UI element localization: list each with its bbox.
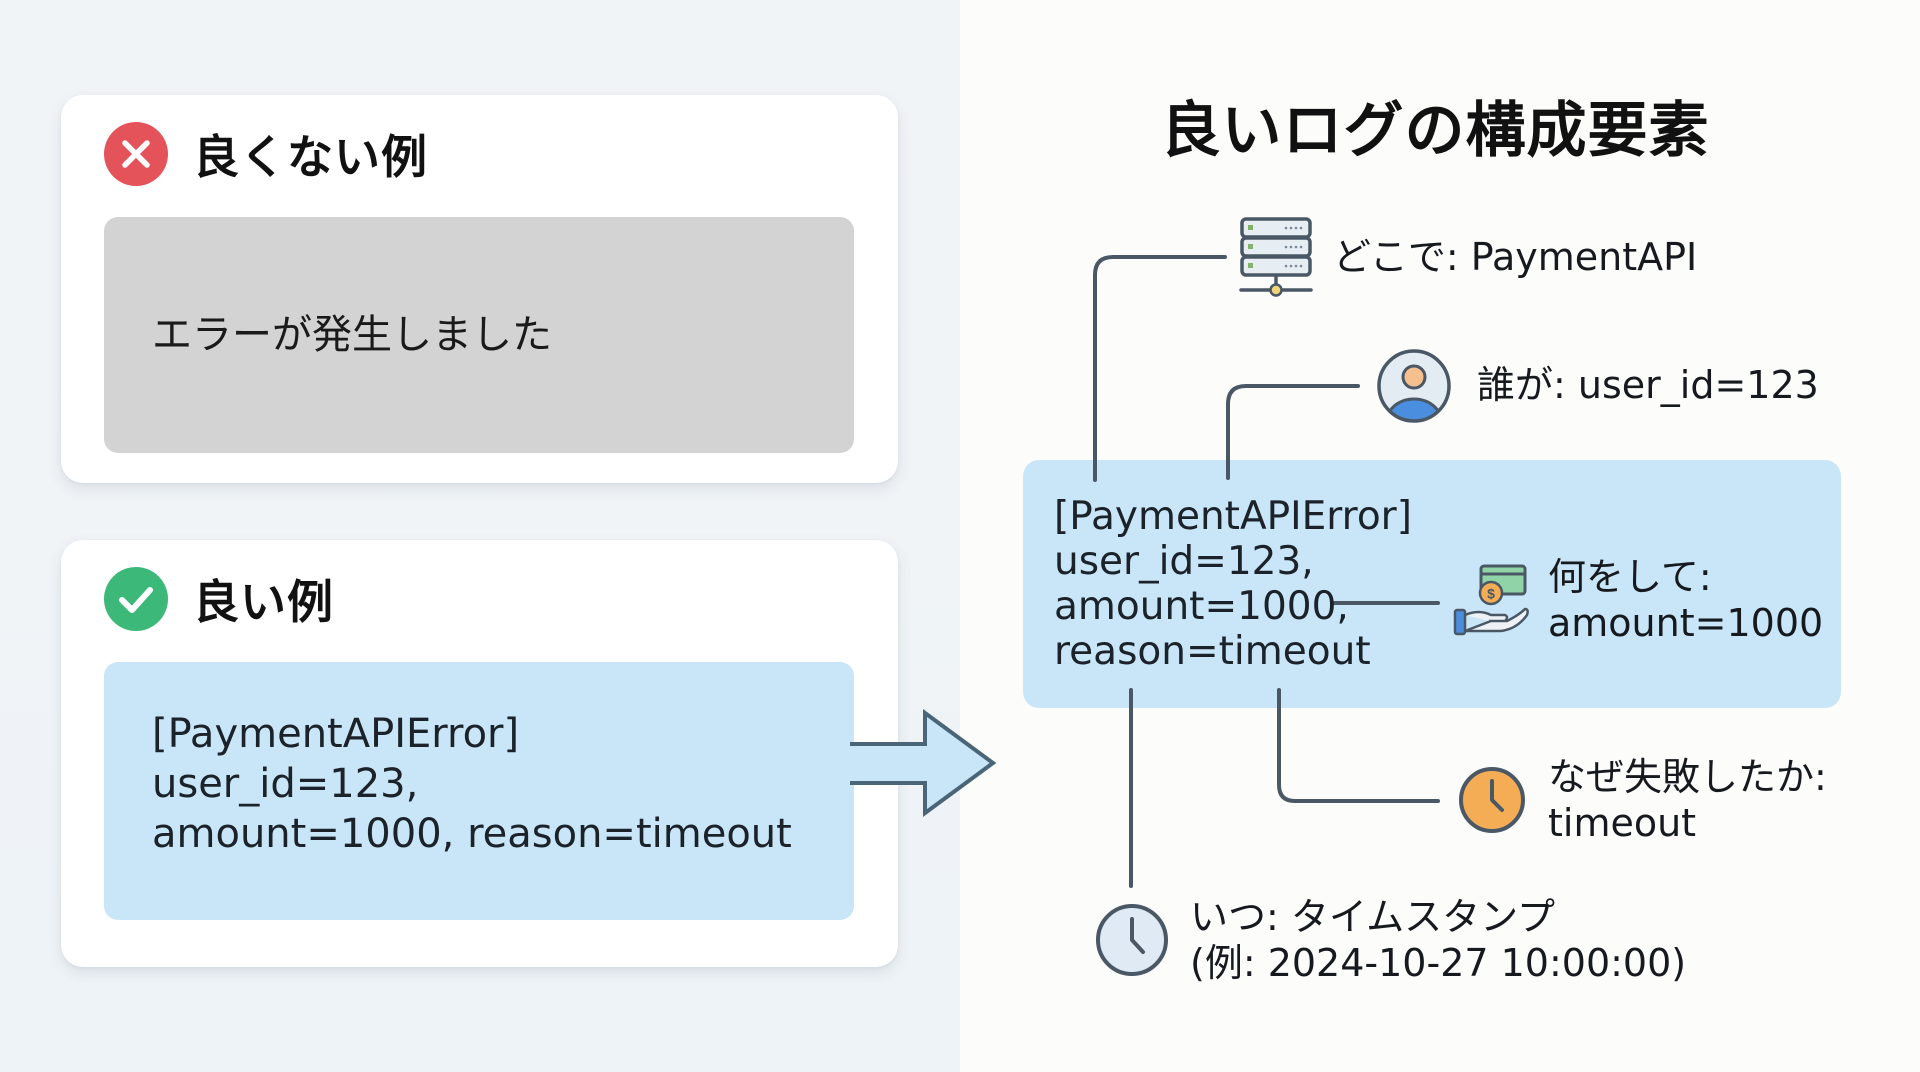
structured-log-line: user_id=123, bbox=[1054, 539, 1314, 584]
clock-icon bbox=[1459, 767, 1525, 833]
bad-example-header: 良くない例 bbox=[103, 121, 428, 187]
element-what-label: 何をして: amount=1000 bbox=[1548, 554, 1823, 646]
good-example-card: 良い例 [PaymentAPIError] user_id=123, amoun… bbox=[61, 540, 898, 967]
check-circle-icon bbox=[103, 566, 169, 632]
good-log-line: user_id=123, bbox=[152, 761, 419, 807]
where-text: どこで: PaymentAPI bbox=[1333, 235, 1698, 279]
who-text: 誰が: user_id=123 bbox=[1477, 363, 1819, 407]
payment-hand-icon: $ bbox=[1453, 564, 1529, 636]
good-log-line: [PaymentAPIError] bbox=[152, 711, 520, 757]
element-when-label: いつ: タイムスタンプ (例: 2024-10-27 10:00:00) bbox=[1190, 894, 1686, 986]
structured-log-text: [PaymentAPIError] user_id=123, amount=10… bbox=[1054, 494, 1412, 674]
svg-text:$: $ bbox=[1487, 586, 1495, 602]
x-circle-icon bbox=[103, 121, 169, 187]
what-text-heading: 何をして: bbox=[1548, 555, 1712, 599]
user-icon bbox=[1377, 349, 1451, 423]
structured-log-line: reason=timeout bbox=[1054, 629, 1371, 674]
bad-log-box: エラーが発生しました bbox=[104, 217, 854, 453]
when-text-value: (例: 2024-10-27 10:00:00) bbox=[1190, 941, 1687, 985]
structured-log-box bbox=[1023, 460, 1841, 708]
arrow-right-icon bbox=[850, 709, 997, 817]
good-example-title: 良い例 bbox=[193, 575, 334, 629]
diagram-title: 良いログの構成要素 bbox=[1160, 96, 1710, 166]
structured-log-line: [PaymentAPIError] bbox=[1054, 494, 1412, 539]
why-text-heading: なぜ失敗したか: bbox=[1548, 755, 1827, 799]
element-who-label: 誰が: user_id=123 bbox=[1477, 362, 1819, 408]
server-icon bbox=[1239, 217, 1313, 297]
bad-example-card: 良くない例 エラーが発生しました bbox=[61, 95, 898, 483]
good-log-line: amount=1000, reason=timeout bbox=[152, 811, 792, 857]
bad-log-text: エラーが発生しました bbox=[152, 312, 552, 358]
why-text-value: timeout bbox=[1548, 801, 1697, 845]
what-text-value: amount=1000 bbox=[1548, 601, 1824, 645]
when-text-heading: いつ: タイムスタンプ bbox=[1190, 895, 1555, 939]
structured-log-line: amount=1000, bbox=[1054, 584, 1349, 629]
good-log-box: [PaymentAPIError] user_id=123, amount=10… bbox=[104, 662, 854, 920]
bad-example-title: 良くない例 bbox=[193, 130, 428, 184]
clock-icon bbox=[1096, 904, 1168, 976]
element-where-label: どこで: PaymentAPI bbox=[1333, 234, 1697, 280]
element-why-label: なぜ失敗したか: timeout bbox=[1548, 754, 1827, 846]
good-example-header: 良い例 bbox=[103, 566, 334, 632]
